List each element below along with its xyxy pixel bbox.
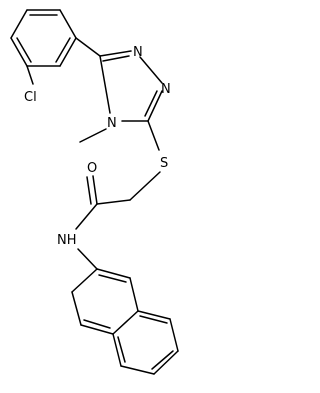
atom-n-triazole-2: N xyxy=(161,82,171,97)
bond-nh-naphthyl xyxy=(77,248,98,270)
structure-diagram: Cl N N N S O NH xyxy=(10,9,179,375)
bond-triazole-s xyxy=(147,120,160,151)
chlorophenyl-ring xyxy=(10,9,77,67)
bond xyxy=(112,333,122,367)
bond xyxy=(96,268,131,279)
atom-n-methyl: N xyxy=(107,116,117,131)
bond xyxy=(99,50,132,57)
bond xyxy=(59,37,77,67)
double-bond-inner xyxy=(139,315,168,324)
atom-cl: Cl xyxy=(24,90,37,105)
bond xyxy=(112,310,139,335)
bond xyxy=(10,37,28,67)
bond xyxy=(129,277,139,312)
bond xyxy=(80,324,114,335)
triazole-ring xyxy=(99,50,163,122)
double-bond-inner xyxy=(55,37,71,63)
bond-phenyl-triazole xyxy=(75,37,101,57)
bond-carbonyl-o xyxy=(92,175,98,205)
double-bond-inner xyxy=(151,350,174,370)
bond-ch2-carbonyl xyxy=(96,199,131,205)
double-bond-inner xyxy=(117,336,126,363)
naphthalene-ring-b xyxy=(112,310,179,375)
double-bond-inner xyxy=(102,55,130,62)
bond xyxy=(59,9,77,39)
atom-o: O xyxy=(87,161,97,176)
atom-s: S xyxy=(160,156,168,171)
double-bond-inner xyxy=(16,37,32,63)
atom-n-triazole-1: N xyxy=(133,45,143,60)
bond-s-ch2 xyxy=(129,171,161,201)
bond xyxy=(71,291,82,326)
bond xyxy=(147,90,163,122)
naphthalene-ring-a xyxy=(71,268,139,335)
bond xyxy=(71,268,98,293)
bond xyxy=(139,56,163,84)
double-bond-co xyxy=(86,176,92,205)
double-bond-inner xyxy=(144,90,158,117)
bond-n-methyl xyxy=(79,128,107,143)
double-bond-inner xyxy=(83,319,111,329)
atom-nh: NH xyxy=(57,233,77,248)
bond xyxy=(120,365,155,375)
bond-carbonyl-nh xyxy=(75,203,98,230)
double-bond-inner xyxy=(98,274,127,283)
bond xyxy=(169,318,179,352)
bond-ring-cl xyxy=(26,65,34,85)
bond xyxy=(137,310,171,320)
bond xyxy=(99,55,111,114)
bond xyxy=(10,9,28,39)
bond xyxy=(153,350,179,375)
